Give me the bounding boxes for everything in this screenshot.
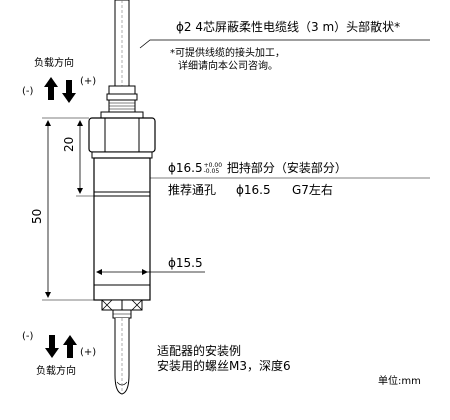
plus-sign-bottom: (+) (80, 347, 97, 358)
adapter-screw-spec: 安装用的螺丝M3，深度6 (157, 359, 291, 373)
adapter-example-title: 适配器的安装例 (157, 344, 242, 358)
plus-sign-top: (+) (80, 76, 97, 87)
dim-20-label: 20 (62, 136, 76, 152)
body-diameter-value: ϕ16.5 (168, 161, 203, 175)
recommended-hole-label: 推荐通孔 (168, 183, 217, 197)
body-diameter-tolerance: +0.00-0.05 (203, 161, 223, 175)
sensor-body (93, 157, 151, 301)
hex-nut (88, 117, 156, 159)
adapter (101, 299, 143, 395)
load-direction-bottom-label: 负载方向 (36, 366, 76, 377)
unit-label: 单位:mm (378, 376, 421, 387)
arrow-up-icon (63, 335, 77, 358)
arrow-down-icon (62, 80, 76, 103)
load-direction-top-label: 负载方向 (34, 58, 74, 69)
extension-lines (42, 117, 430, 301)
minus-sign-top: (-) (22, 86, 34, 97)
load-arrows-top (44, 77, 76, 103)
load-arrows-bottom (45, 335, 77, 358)
tolerance-upper: +0.00 (203, 161, 223, 169)
cable-gland (100, 85, 144, 119)
body-diameter-row: ϕ16.5+0.00-0.05 把持部分（安装部分） (168, 161, 347, 175)
cable-note-line-1: *可提供线缆的接头加工， (170, 48, 285, 59)
minus-sign-bottom: (-) (22, 331, 34, 342)
arrow-up-icon (44, 77, 58, 100)
arrow-down-icon (45, 335, 59, 358)
dim-50-label: 50 (30, 208, 44, 224)
recommended-hole-diameter: ϕ16.5 (236, 183, 271, 197)
dim-15-5-label: ϕ15.5 (168, 256, 203, 270)
body-diameter-label: 把持部分（安装部分） (226, 161, 347, 175)
recommended-hole-fit: G7左右 (292, 183, 333, 197)
cable-note-line-2: 详细请向本公司咨询。 (178, 61, 278, 72)
cable (114, 0, 130, 91)
cable-spec-label: ϕ2 4芯屏蔽柔性电缆线（3 m）头部散状* (176, 20, 401, 34)
cable-leader-line (139, 39, 430, 49)
tolerance-lower: -0.05 (203, 167, 220, 175)
